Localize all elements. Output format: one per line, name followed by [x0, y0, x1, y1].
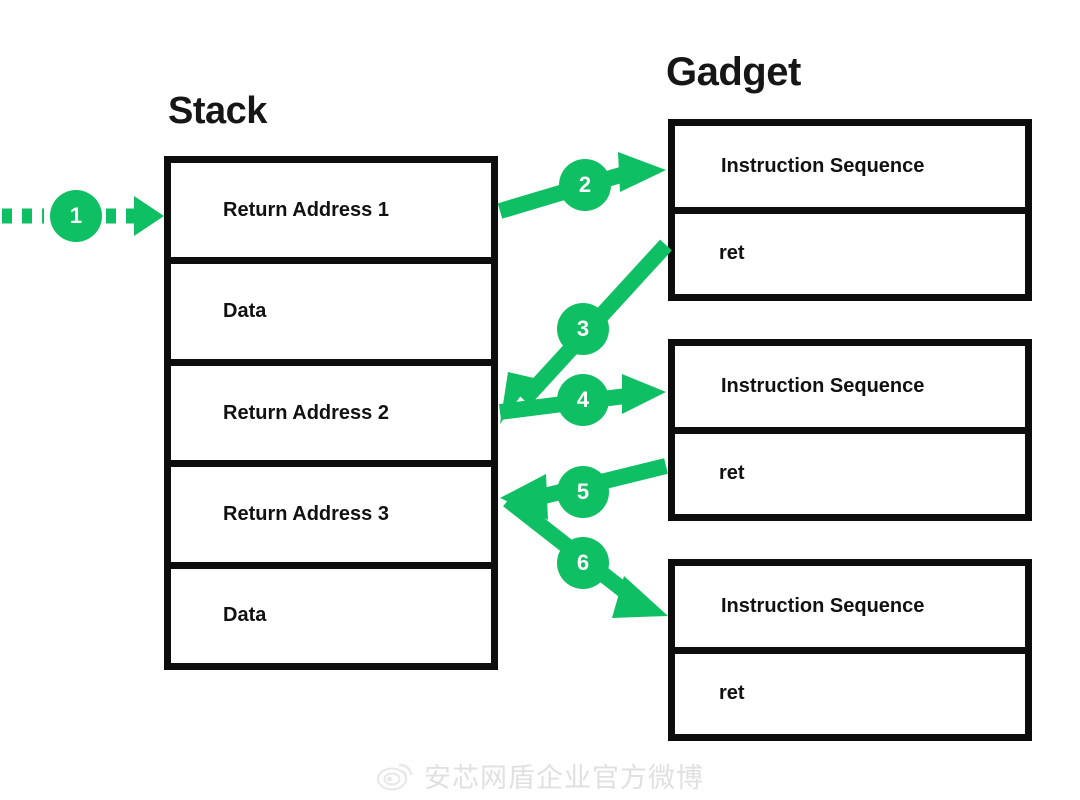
- gadget-row-label: Instruction Sequence: [721, 594, 925, 617]
- gadget-row-label: ret: [719, 242, 745, 265]
- arrow-6-head: [612, 576, 668, 618]
- arrow-3-head: [500, 372, 534, 424]
- step-badge-2: 2: [559, 159, 611, 211]
- arrow-2-head: [618, 152, 666, 192]
- step-badge-6: 6: [557, 537, 609, 589]
- gadget-2-instruction-row: Instruction Sequence: [675, 346, 1025, 434]
- weibo-eye-icon: [377, 763, 413, 790]
- gadget-1-ret-row: ret: [675, 213, 1025, 294]
- gadget-3-instruction-row: Instruction Sequence: [675, 566, 1025, 654]
- gadget-3-ret-row: ret: [675, 653, 1025, 734]
- gadget-box-3: Instruction Sequence ret: [668, 559, 1032, 741]
- stack-cell-label: Return Address 1: [223, 198, 389, 221]
- gadget-row-label: Instruction Sequence: [721, 374, 925, 397]
- watermark: 安芯网盾企业官方微博: [0, 756, 1080, 795]
- stack-cell-label: Data: [223, 300, 267, 323]
- watermark-text: 安芯网盾企业官方微博: [424, 763, 704, 794]
- step-badge-4: 4: [557, 374, 609, 426]
- gadget-box-1: Instruction Sequence ret: [668, 119, 1032, 301]
- arrow-5-head: [500, 474, 548, 520]
- gadget-box-2: Instruction Sequence ret: [668, 339, 1032, 521]
- stack-cell-label: Return Address 3: [223, 502, 389, 525]
- arrow-1-head: [134, 196, 164, 236]
- stack-cell-label: Data: [223, 604, 267, 627]
- stack-cell-return-address-2: Return Address 2: [171, 365, 491, 468]
- step-badge-5: 5: [557, 466, 609, 518]
- gadget-row-label: Instruction Sequence: [721, 154, 925, 177]
- stack-cell-label: Return Address 2: [223, 401, 389, 424]
- stack-cell-data-1: Data: [171, 264, 491, 366]
- gadget-2-ret-row: ret: [675, 433, 1025, 514]
- stack-title: Stack: [168, 90, 267, 132]
- step-badge-1: 1: [50, 190, 102, 242]
- gadget-title: Gadget: [666, 50, 801, 94]
- gadget-row-label: ret: [719, 462, 745, 485]
- stack-cell-return-address-1: Return Address 1: [171, 163, 491, 265]
- gadget-1-instruction-row: Instruction Sequence: [675, 126, 1025, 214]
- stack-cell-return-address-3: Return Address 3: [171, 467, 491, 569]
- gadget-row-label: ret: [719, 682, 745, 705]
- arrow-4-head: [622, 374, 666, 414]
- step-badge-3: 3: [557, 303, 609, 355]
- stack-cell-data-2: Data: [171, 568, 491, 664]
- stack-box: Return Address 1 Data Return Address 2 R…: [164, 156, 498, 670]
